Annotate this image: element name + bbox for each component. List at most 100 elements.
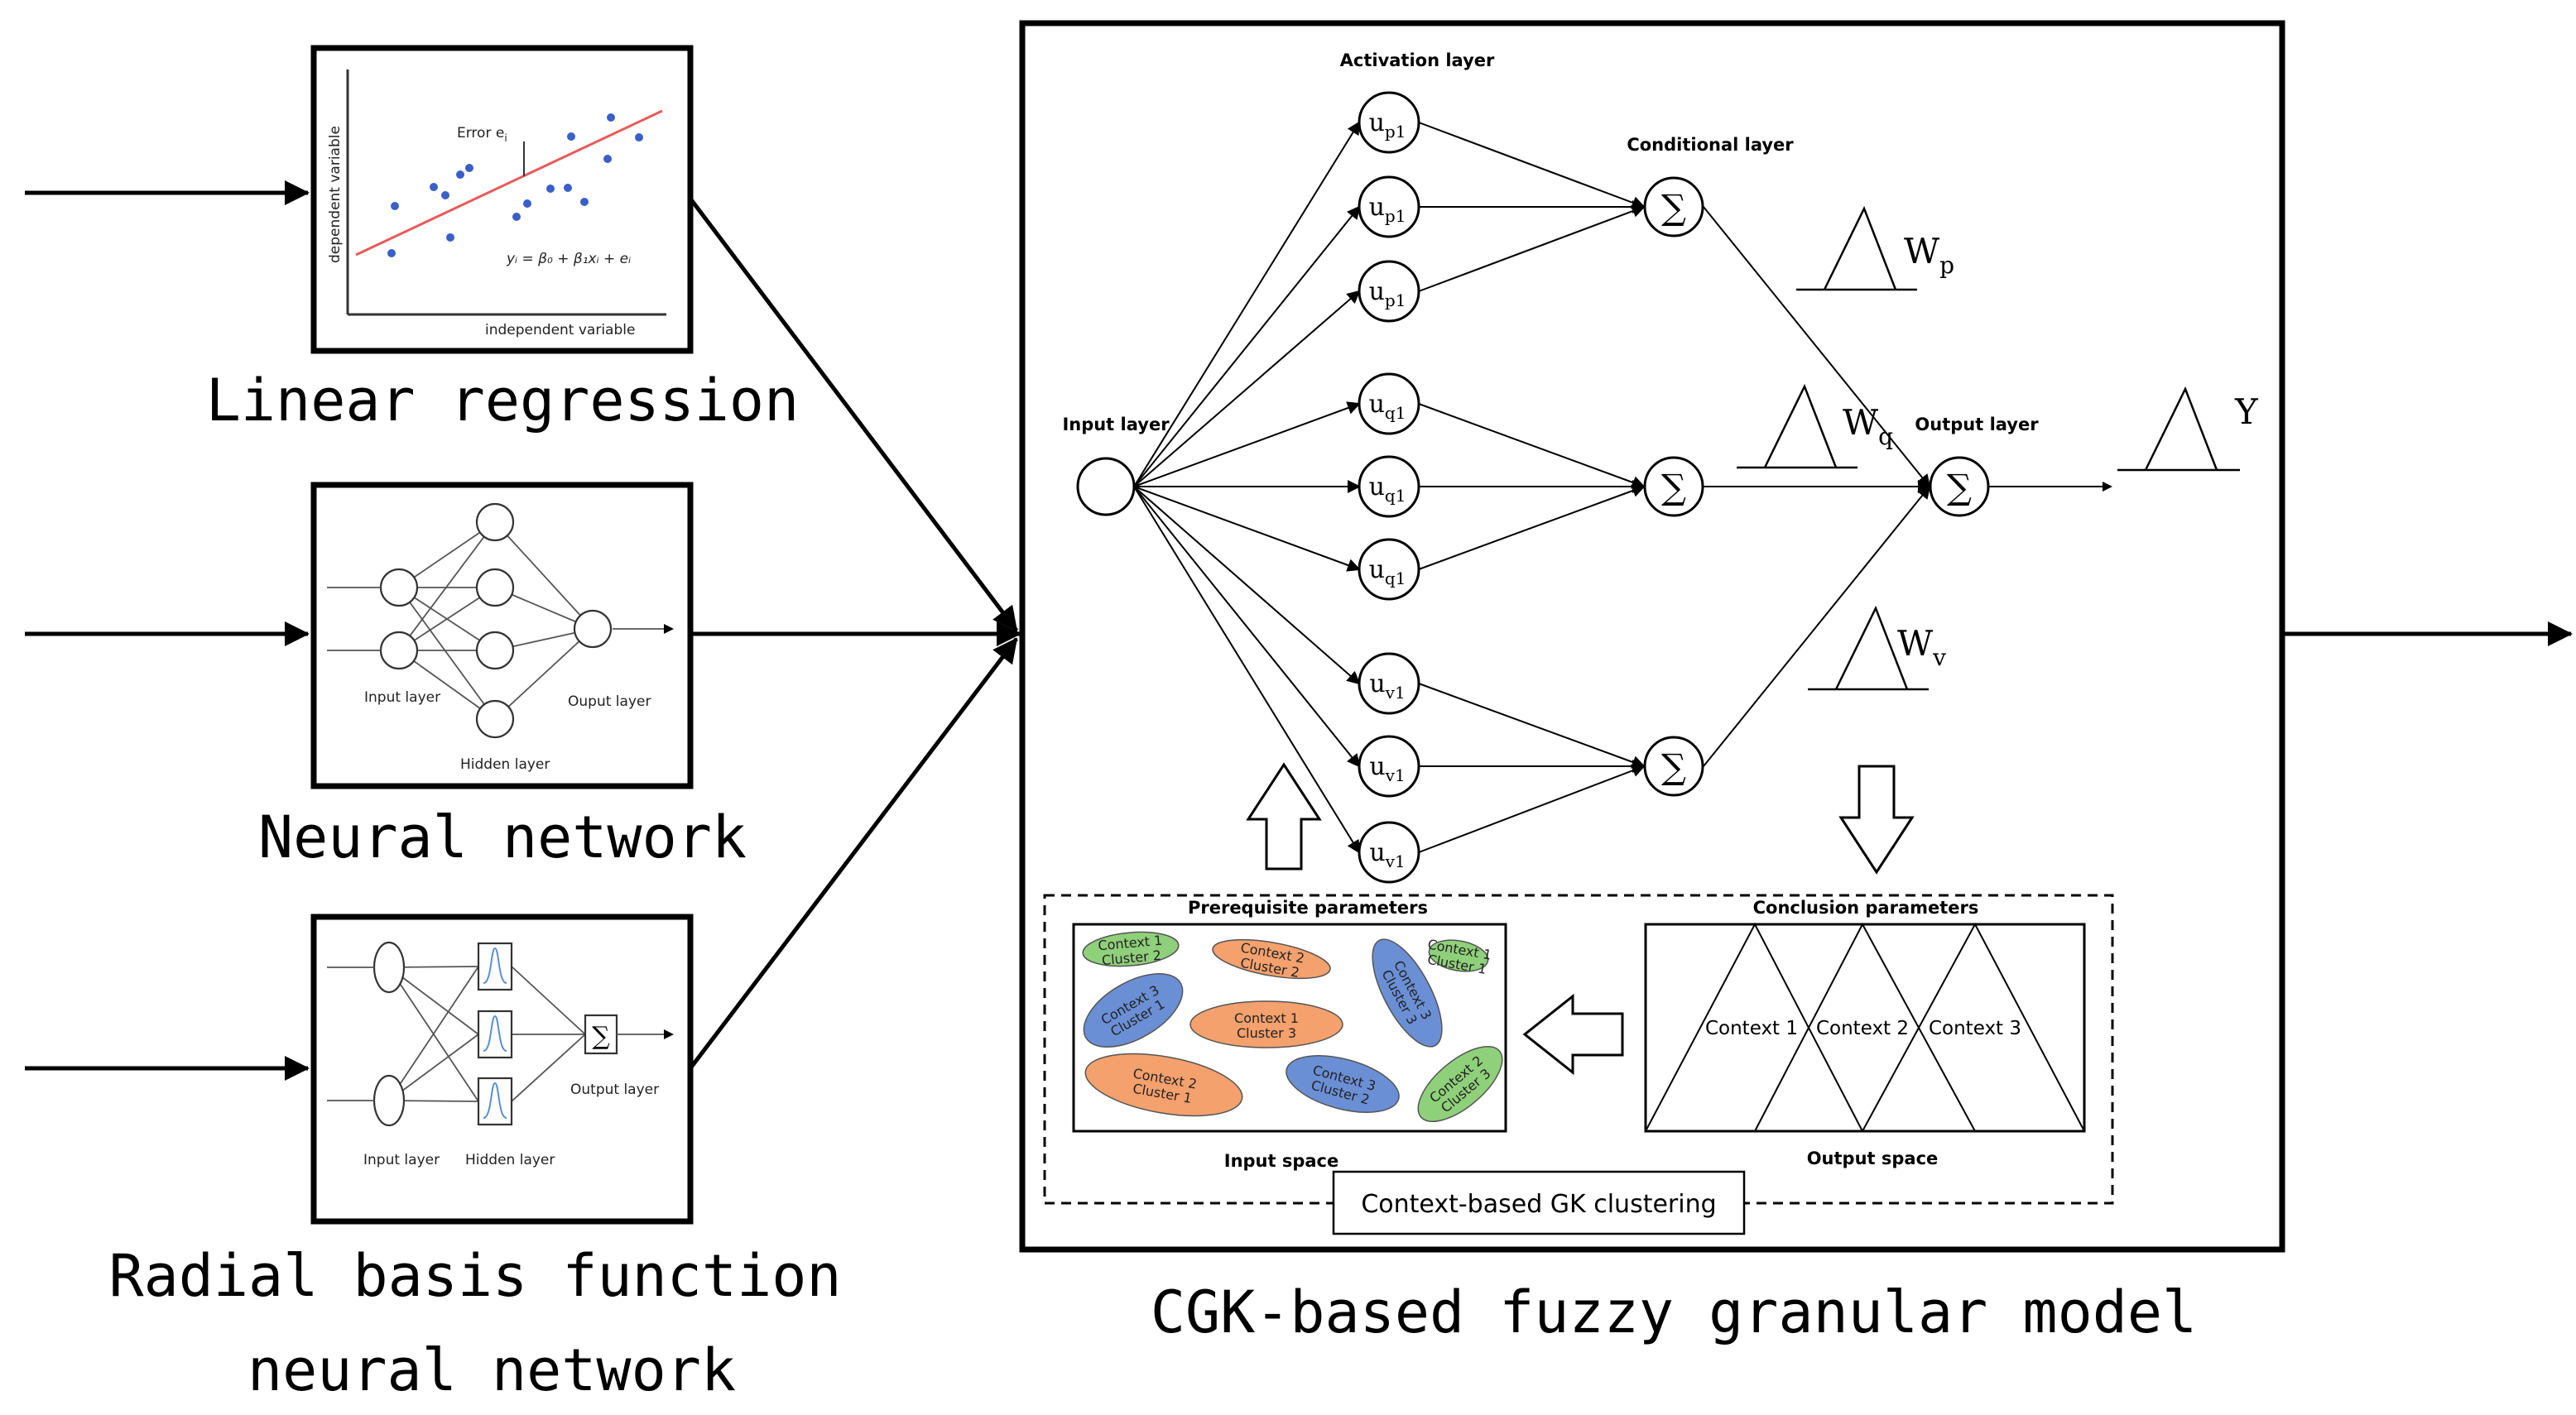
conditional-sum-symbol: ∑ [1661,746,1686,787]
activation-to-conditional-edge [1418,764,1646,853]
neural-network-panel: Input layer Hidden layer Ouput layer Neu… [258,482,747,871]
rbf-output-layer-label: Output layer [570,1082,659,1098]
context-label: Context 1 [1705,1018,1798,1039]
conditional-sum-node [1643,736,1704,797]
rbf-sum-node [584,1014,618,1055]
activation-node-sub: p1 [1385,122,1406,142]
cluster-ellipse-line2: Cluster 3 [1237,1025,1296,1041]
nn-node [379,631,419,670]
activation-node-base: u [1369,752,1385,781]
rbf-to-model-arrow [689,637,1018,1070]
weight-label-base: W [1897,623,1934,664]
cluster-ellipse-shape [1372,938,1443,1048]
context-gk-clustering-button[interactable] [1332,1170,1746,1235]
activation-node-sub: p1 [1385,206,1406,226]
weight-triangle [1823,205,1897,290]
network-edges [1133,121,1931,854]
input-to-activation-edge [1133,486,1361,685]
lr-error-label: Error ei [457,125,507,144]
rbf-edge [388,966,479,1101]
input-node [1076,457,1136,516]
cluster-ellipse-shape [1417,1045,1503,1123]
context-triangle [1862,922,2085,1132]
lr-point [580,198,589,206]
rbf-title-line2: neural network [248,1336,736,1404]
lr-point [564,184,572,192]
lr-x-axis-label: independent variable [485,322,635,338]
activation-node-label: uv1 [1369,669,1405,703]
input-to-activation-edge [1133,121,1361,487]
context-triangle [1754,922,1976,1132]
up-hollow-arrow [1246,762,1322,871]
input-layer-label: Input layer [1062,415,1170,434]
activation-node-base: u [1369,193,1385,222]
activation-layer-label: Activation layer [1340,50,1495,70]
cluster-ellipse-line1: Context 1 [1234,1010,1299,1026]
activation-node-label: uq1 [1369,472,1406,506]
lr-point [512,213,521,221]
rbf-panel: ∑ Input layer Hidden layer Output layer … [108,914,842,1404]
activation-node-label: uv1 [1369,838,1405,871]
rbf-title-line1: Radial basis function [108,1242,841,1310]
output-y-triangle: Y [2117,386,2259,472]
rbf-input-layer-label: Input layer [363,1152,440,1168]
down-hollow-arrow [1838,765,1915,875]
activation-node-sub: p1 [1385,290,1406,310]
rbf-edge [388,1034,479,1101]
cluster-ellipse-shape [1084,1053,1243,1117]
rbf-edge [511,1034,586,1102]
activation-node-label: up1 [1369,108,1406,142]
output-y-label: Y [2234,391,2259,432]
weight-label-sub: q [1878,423,1893,450]
weight-label-base: W [1904,231,1940,271]
context-triangles [1645,922,2085,1132]
conditional-to-output-edge [1703,485,1931,767]
lr-regression-line [355,109,663,257]
activation-node-label: uv1 [1369,752,1405,785]
activation-node-label: uq1 [1369,555,1406,588]
activation-node-sub: v1 [1385,851,1406,871]
nn-edge [398,650,496,720]
activation-node-base: u [1369,472,1385,501]
activation-to-conditional-edge [1418,122,1646,209]
weight-triangle [1763,383,1838,468]
activation-node-base: u [1369,108,1385,137]
lr-scatter-points [387,113,643,257]
nn-input-layer-label: Input layer [364,689,440,706]
activation-node [1358,735,1420,798]
rbf-gaussian-curve [483,1014,507,1052]
nn-node [475,631,515,670]
nn-node [475,699,515,739]
lr-point [441,191,449,199]
activation-to-conditional-edge [1418,683,1646,769]
input-to-activation-edge [1133,290,1361,487]
lr-point [635,133,643,142]
cluster-ellipse-shape [1212,938,1331,980]
output-sum-symbol: ∑ [1947,467,1972,507]
output-y-shape [2144,386,2218,471]
activation-node [1358,372,1420,435]
linear-regression-title: Linear regression [206,367,799,434]
conditional-sum-nodes: ∑∑∑ [1643,176,1704,797]
activation-node-base: u [1369,669,1385,698]
cluster-ellipse-shape [1286,1055,1400,1113]
nn-edge [398,521,496,588]
context-gk-clustering-label: Context-based GK clustering [1361,1190,1716,1219]
lr-to-model-arrow [689,197,1018,632]
conditional-sum-node [1643,456,1704,517]
input-to-activation-edge [1133,205,1361,487]
input-to-activation-edge [1133,401,1361,487]
lr-point [523,199,531,208]
nn-output-layer-label: Ouput layer [568,693,651,710]
activation-node-label: up1 [1369,193,1406,226]
conditional-sum-symbol: ∑ [1661,187,1686,228]
activation-node [1358,91,1420,154]
linear-regression-box [310,45,694,354]
lr-point [567,132,575,141]
converging-arrows [689,197,1021,1070]
